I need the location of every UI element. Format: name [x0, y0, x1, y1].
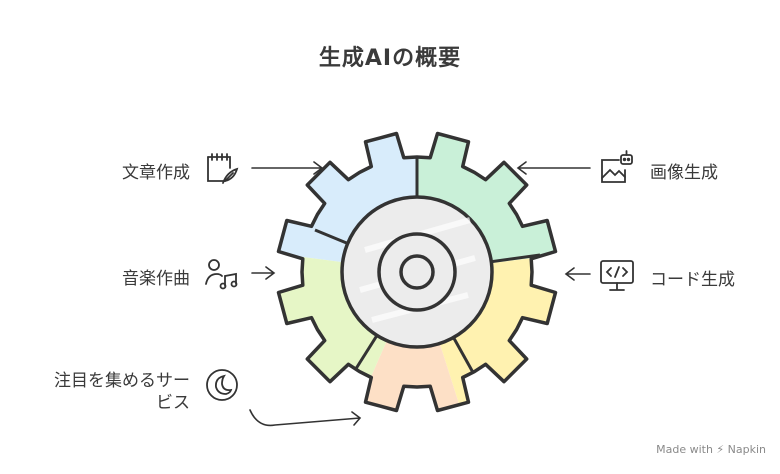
- label-chumoku-line2: ビス: [156, 393, 190, 413]
- arrow-code: [564, 267, 591, 281]
- notepad-feather-icon: [203, 150, 239, 186]
- arrow-ongaku: [251, 266, 276, 280]
- arrow-gazo: [516, 161, 591, 175]
- arrow-bunsho: [251, 161, 324, 175]
- label-bunsho: 文章作成: [122, 163, 190, 183]
- label-ongaku: 音楽作曲: [122, 269, 190, 289]
- label-chumoku-line1: 注目を集めるサー: [54, 371, 190, 391]
- diagram-title: 生成AIの概要: [318, 46, 462, 71]
- hub-core: [399, 254, 435, 290]
- arrow-chumoku: [249, 409, 362, 427]
- person-music-icon: [203, 256, 239, 292]
- label-code: コード生成: [650, 270, 735, 290]
- label-gazo: 画像生成: [650, 163, 718, 183]
- watermark: Made with ⚡ Napkin: [656, 443, 766, 456]
- gear-outline: [276, 131, 558, 413]
- image-robot-icon: [599, 150, 635, 186]
- segment-orange: [330, 272, 480, 411]
- monitor-code-icon: [599, 257, 635, 293]
- moon-circle-icon: [204, 367, 240, 403]
